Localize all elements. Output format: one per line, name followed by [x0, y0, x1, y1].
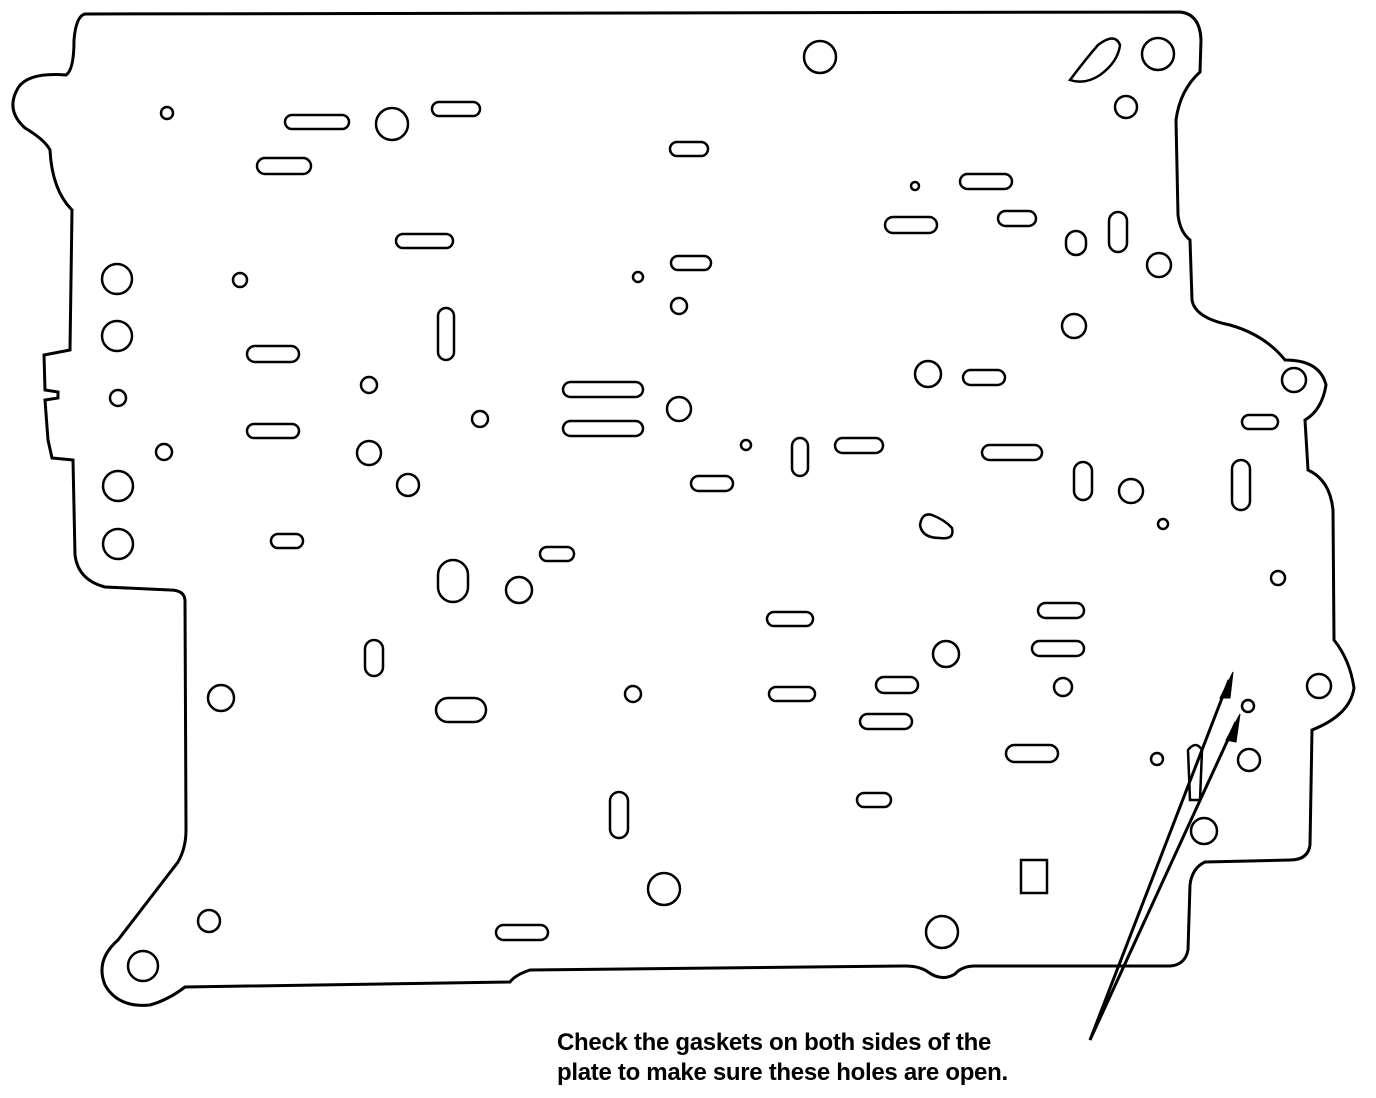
slot-hole	[494, 923, 550, 942]
round-hole	[101, 527, 135, 561]
round-hole	[1140, 36, 1176, 72]
round-hole	[206, 683, 236, 713]
slot-hole	[958, 172, 1014, 191]
kidney-hole	[1067, 37, 1122, 83]
slot-hole	[608, 790, 630, 840]
round-hole	[631, 270, 645, 284]
round-hole	[931, 639, 961, 669]
slot-hole	[1064, 229, 1088, 257]
round-hole	[196, 908, 222, 934]
blob-hole	[918, 513, 954, 540]
round-hole	[108, 388, 128, 408]
slot-hole	[436, 306, 456, 362]
round-hole	[1305, 672, 1333, 700]
slot-hole	[436, 558, 470, 604]
round-hole	[1145, 251, 1173, 279]
slot-hole	[765, 610, 815, 628]
callout-caption: Check the gaskets on both sides of the p…	[557, 1028, 1008, 1088]
callout-line-1: Check the gaskets on both sides of the	[557, 1029, 992, 1056]
round-hole	[231, 271, 249, 289]
slot-hole	[668, 140, 710, 158]
round-hole	[1156, 517, 1170, 531]
callout-arrow-2	[1088, 721, 1238, 1041]
slot-hole	[874, 675, 920, 695]
slot-hole	[269, 532, 305, 550]
slot-hole	[363, 638, 385, 678]
callout-arrows	[1088, 671, 1241, 1041]
slot-hole	[1036, 601, 1086, 620]
slot-hole	[833, 436, 885, 455]
round-hole	[913, 359, 943, 389]
slot-hole	[858, 712, 914, 731]
round-hole	[126, 949, 160, 983]
round-hole	[159, 105, 175, 121]
round-hole	[669, 296, 689, 316]
round-hole	[739, 438, 753, 452]
round-hole	[909, 180, 921, 192]
slot-hole	[434, 696, 488, 724]
round-hole	[1269, 569, 1287, 587]
slot-hole	[1072, 460, 1094, 502]
slot-hole	[245, 422, 301, 440]
round-hole	[154, 442, 174, 462]
round-hole	[1113, 94, 1139, 120]
slot-hole	[996, 209, 1038, 228]
round-hole	[802, 39, 838, 75]
round-hole	[1189, 816, 1219, 846]
round-hole	[1240, 698, 1256, 714]
round-hole	[355, 439, 383, 467]
slot-hole	[245, 344, 301, 364]
round-hole	[623, 684, 643, 704]
round-hole	[1149, 751, 1165, 767]
round-hole	[665, 395, 693, 423]
round-hole	[1280, 366, 1308, 394]
callout-line-2: plate to make sure these holes are open.	[557, 1059, 1008, 1086]
round-hole	[1060, 312, 1088, 340]
slot-hole	[1030, 639, 1086, 658]
arrowhead-1	[1219, 671, 1234, 699]
slot-hole	[689, 474, 735, 493]
slot-hole	[1240, 413, 1280, 431]
arrowhead-2	[1225, 713, 1241, 743]
round-hole	[395, 472, 421, 498]
square-hole	[1019, 858, 1049, 895]
callout-arrow-1	[1088, 679, 1231, 1041]
slot-hole	[561, 419, 645, 438]
round-hole	[100, 319, 134, 353]
round-hole	[101, 469, 135, 503]
slot-hole	[561, 380, 645, 399]
round-hole	[359, 375, 379, 395]
plate-outline	[11, 10, 1356, 1007]
round-hole	[1052, 676, 1074, 698]
slot-hole	[430, 100, 482, 118]
round-hole	[1117, 477, 1145, 505]
slot-hole	[669, 254, 713, 272]
slot-hole	[394, 232, 455, 250]
slot-hole	[283, 113, 351, 131]
round-hole	[504, 575, 534, 605]
slot-hole	[538, 545, 576, 563]
round-hole	[1236, 747, 1262, 773]
slot-hole	[790, 436, 810, 478]
round-hole	[924, 914, 960, 950]
slot-hole	[1107, 210, 1129, 254]
slot-hole	[1004, 743, 1060, 764]
round-hole	[374, 106, 410, 142]
slot-hole	[767, 685, 817, 703]
plate-holes	[100, 36, 1333, 983]
slot-hole	[883, 215, 939, 235]
slot-hole	[961, 368, 1007, 387]
round-hole	[470, 409, 490, 429]
slot-hole	[255, 156, 313, 176]
round-hole	[100, 262, 134, 296]
slot-hole	[1230, 458, 1252, 512]
slot-hole	[855, 791, 893, 809]
slot-hole	[980, 443, 1044, 462]
round-hole	[646, 871, 682, 907]
